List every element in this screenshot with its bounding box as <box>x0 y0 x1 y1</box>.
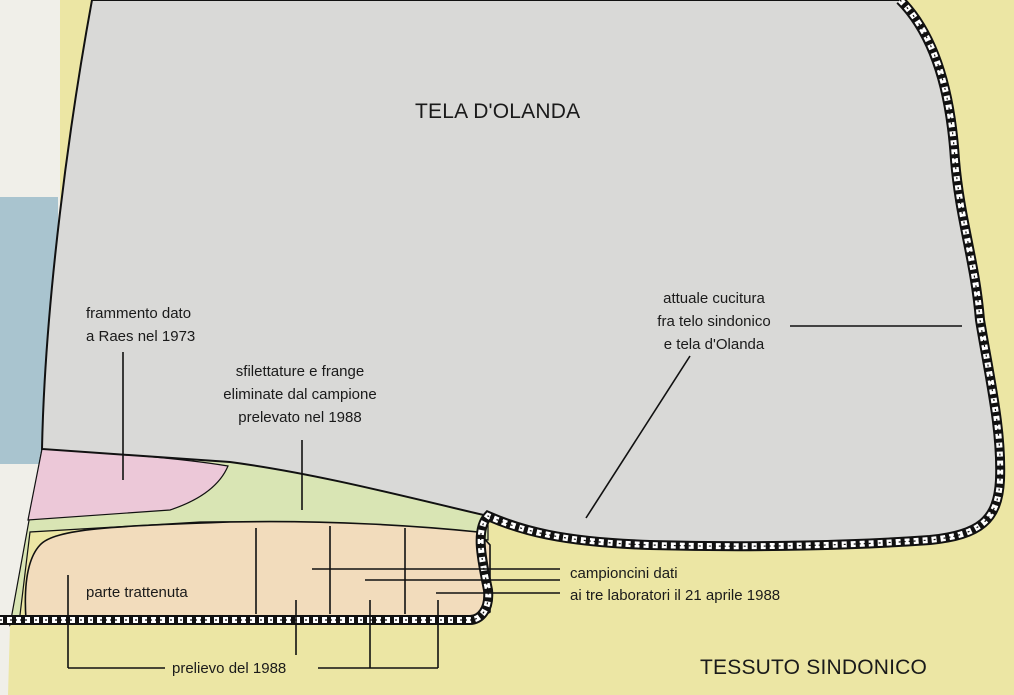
leader-seam-diagonal <box>585 355 691 519</box>
shroud-fabric-title: TESSUTO SINDONICO <box>700 656 927 679</box>
seam-label-1: attuale cucitura <box>663 290 765 307</box>
samples-label-2: ai tre laboratori il 21 aprile 1988 <box>570 587 780 604</box>
fringes-label-3: prelevato nel 1988 <box>238 409 361 426</box>
fringes-label-2: eliminate dal campione <box>223 386 376 403</box>
holland-cloth-title: TELA D'OLANDA <box>415 100 580 123</box>
fringes-label-1: sfilettature e frange <box>236 363 364 380</box>
samples-label-1: campioncini dati <box>570 565 678 582</box>
retained-part-label: parte trattenuta <box>86 584 188 601</box>
raes-fragment-label-2: a Raes nel 1973 <box>86 328 195 345</box>
seam-stitching-pattern <box>0 0 1001 621</box>
sampling-label: prelievo del 1988 <box>172 660 286 677</box>
raes-fragment-label-1: frammento dato <box>86 305 191 322</box>
seam-label-3: e tela d'Olanda <box>664 336 765 353</box>
retained-part-region <box>24 520 491 621</box>
seam-label-2: fra telo sindonico <box>657 313 770 330</box>
